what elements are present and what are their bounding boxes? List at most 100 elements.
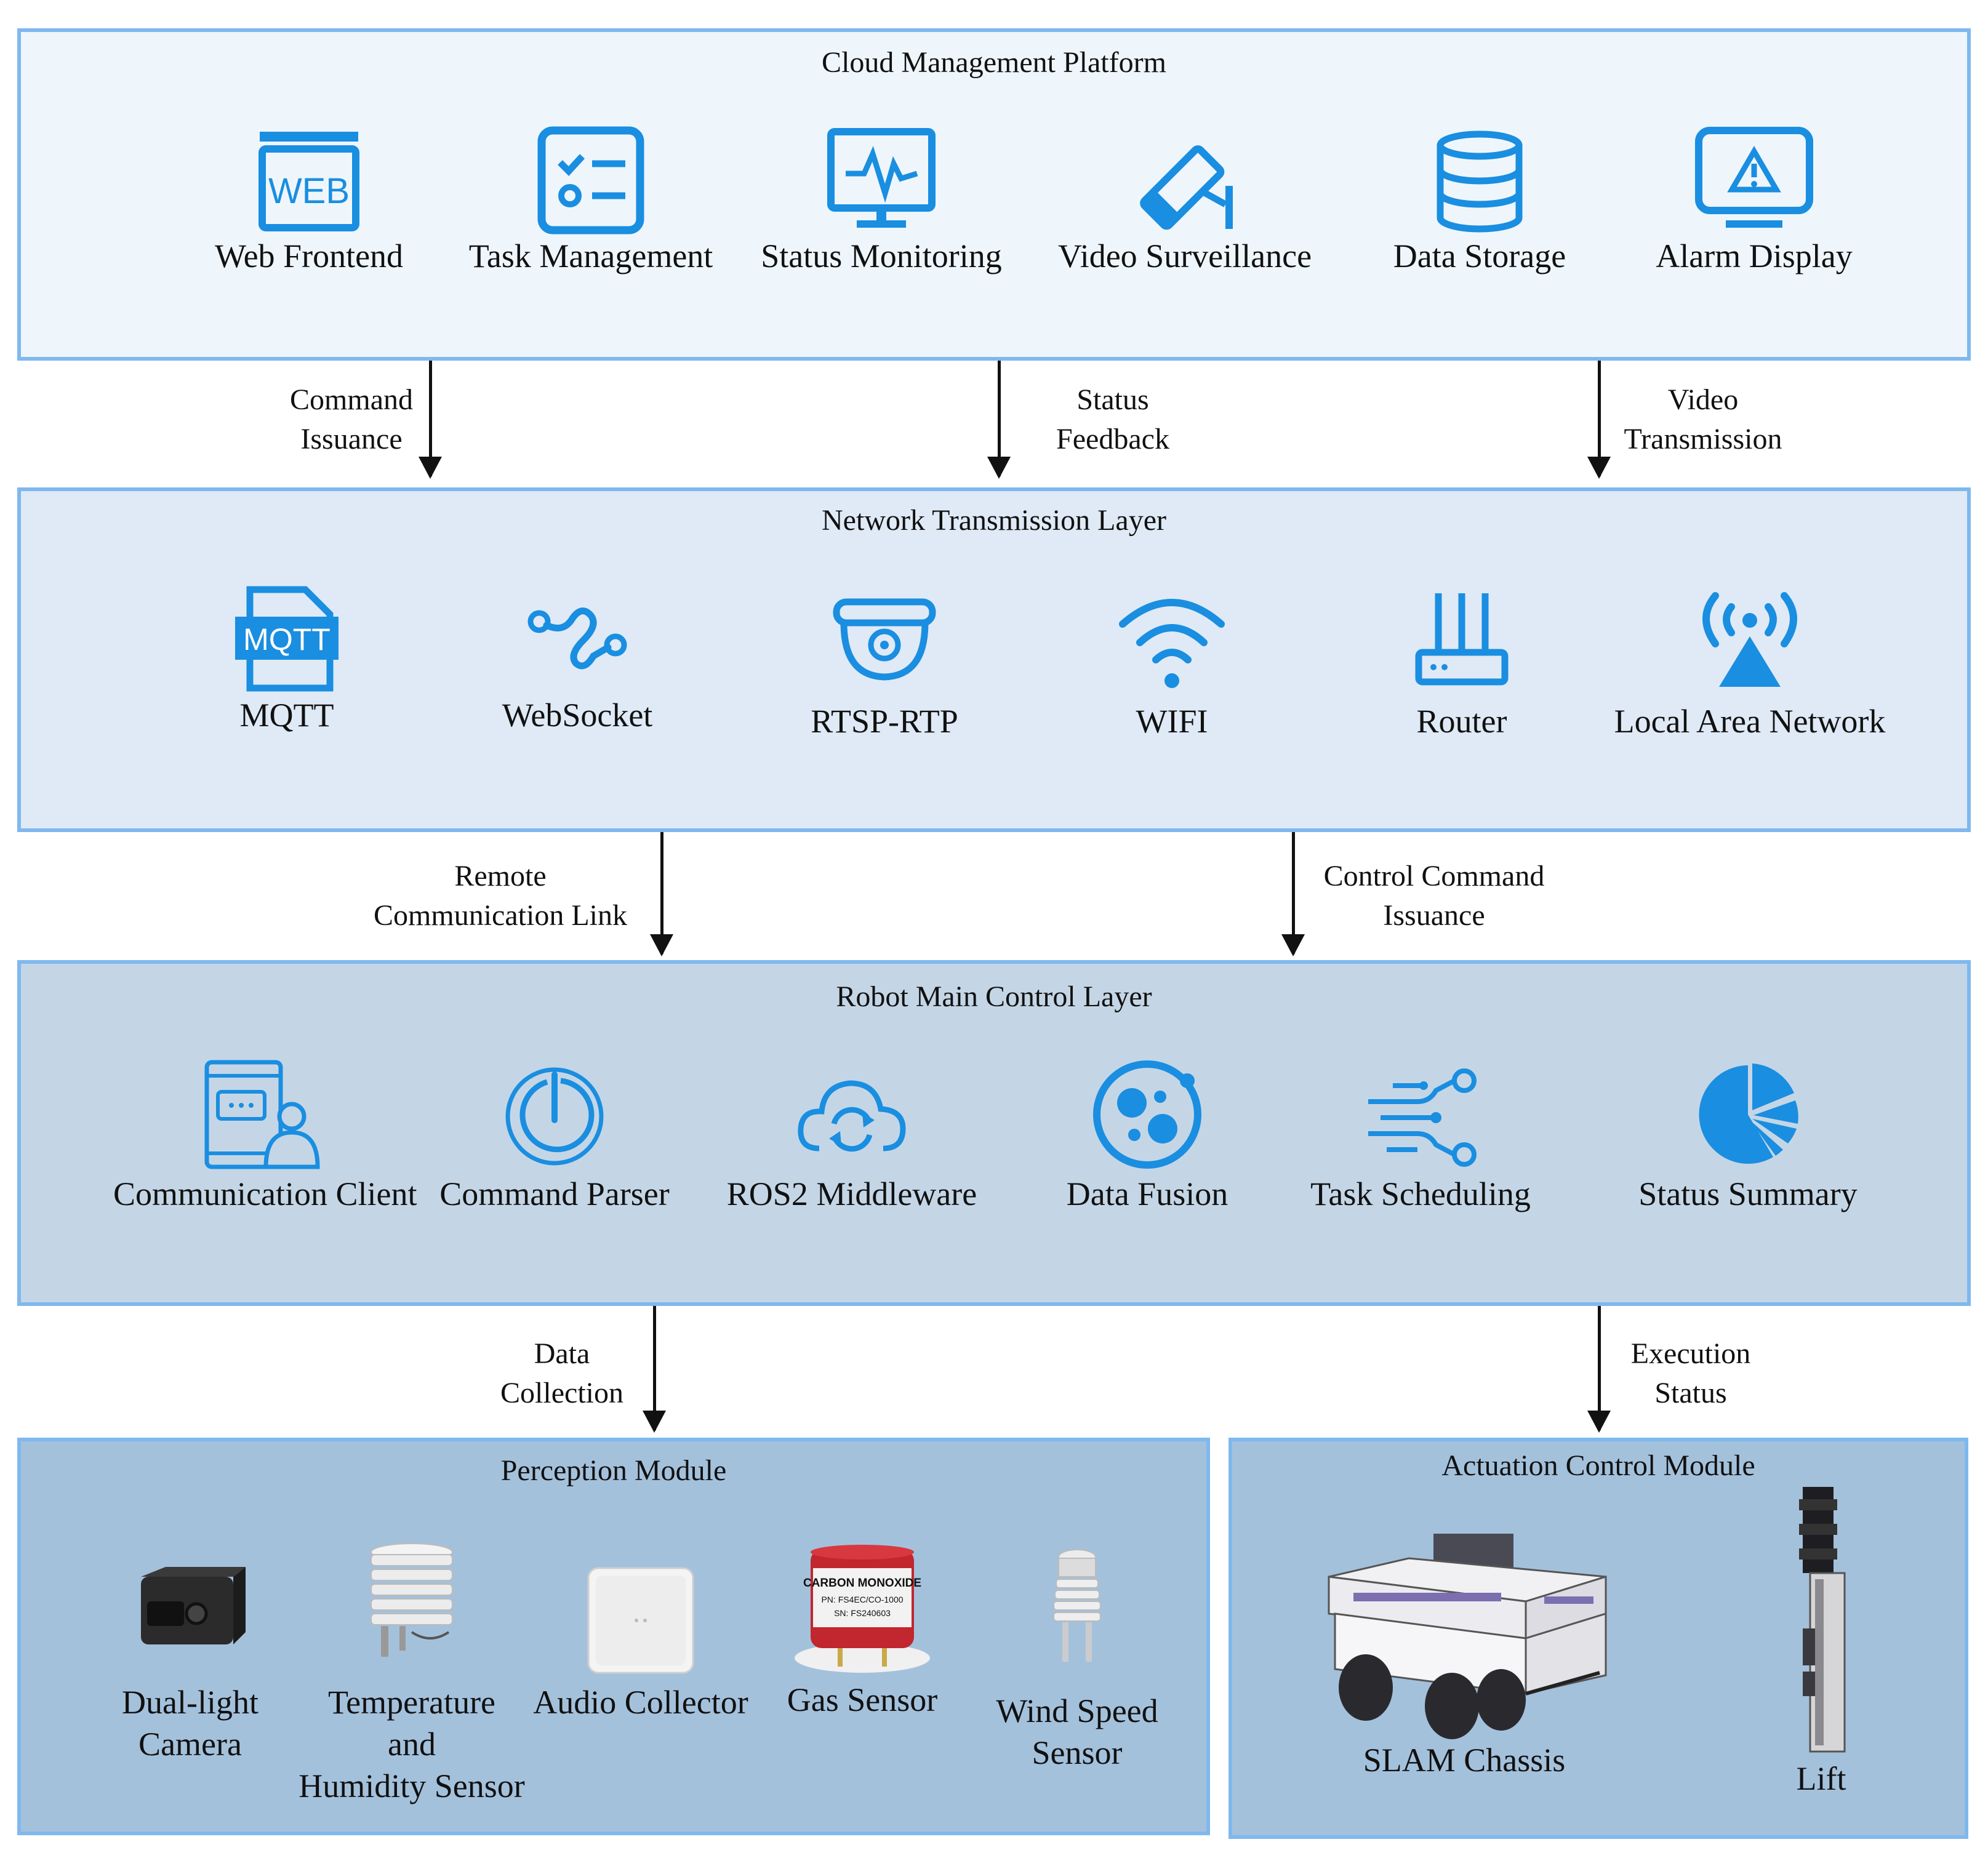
wind-speed-sensor-item: Wind Speed Sensor	[929, 1545, 1225, 1774]
svg-text:WEB: WEB	[268, 171, 350, 211]
alarm-display-item: Alarm Display	[1606, 124, 1902, 277]
item-label: Web Frontend	[214, 238, 404, 274]
mqtt-item: MQTT MQTT	[139, 583, 435, 736]
router-item: Router	[1314, 583, 1609, 742]
chat-client-icon	[204, 1060, 320, 1169]
rtsp-rtp-item: RTSP-RTP	[737, 583, 1032, 742]
item-label: WIFI	[1136, 703, 1208, 740]
wifi-item: WIFI	[1024, 583, 1320, 742]
item-label: Sensor	[1032, 1734, 1123, 1771]
layer-title: Robot Main Control Layer	[836, 980, 1152, 1013]
item-label: Communication Client	[113, 1175, 417, 1212]
slam-chassis-item: SLAM Chassis	[1317, 1534, 1612, 1781]
dial-icon	[505, 1067, 604, 1166]
item-label: Dual-light	[122, 1684, 259, 1721]
command-parser-item: Command Parser	[407, 1056, 702, 1215]
execution-status-arrow	[1587, 1306, 1611, 1433]
scheduling-nodes-icon	[1368, 1068, 1477, 1167]
task-scheduling-item: Task Scheduling	[1273, 1056, 1568, 1215]
item-label: Lift	[1796, 1760, 1846, 1797]
item-label: Wind Speed	[996, 1692, 1158, 1729]
data-fusion-item: Data Fusion	[1000, 1056, 1295, 1215]
item-label: Status Summary	[1638, 1175, 1858, 1212]
lift-image	[1799, 1487, 1846, 1753]
wifi-icon	[1119, 599, 1225, 688]
item-label: Data Storage	[1393, 238, 1566, 274]
robot-main-control-layer: Robot Main Control Layer Communication C…	[17, 960, 1971, 1306]
gas-sensor-item: CARBON MONOXIDE PN: FS4EC/CO-1000 SN: FS…	[715, 1544, 1010, 1721]
actuation-control-module: Actuation Control Module SLAM Chassis	[1228, 1438, 1968, 1839]
svg-text:PN: FS4EC/CO-1000: PN: FS4EC/CO-1000	[821, 1595, 903, 1604]
slam-chassis-image	[1328, 1534, 1607, 1739]
router-icon	[1415, 593, 1509, 686]
wind-speed-sensor-image	[1053, 1549, 1101, 1662]
item-label: Task Management	[468, 238, 713, 274]
video-transmission-arrow	[1587, 361, 1611, 479]
item-label: Video Surveillance	[1057, 238, 1312, 274]
item-label: Camera	[138, 1726, 242, 1763]
data-storage-item: Data Storage	[1332, 124, 1627, 277]
communication-client-item: Communication Client	[113, 1056, 417, 1215]
lift-item: Lift	[1673, 1487, 1969, 1800]
svg-text:CARBON MONOXIDE: CARBON MONOXIDE	[803, 1577, 921, 1590]
svg-text:MQTT: MQTT	[243, 622, 331, 657]
module-title: Perception Module	[500, 1454, 727, 1487]
layer-title: Cloud Management Platform	[822, 46, 1166, 79]
remote-link-arrow	[650, 832, 673, 956]
item-label: Audio Collector	[533, 1684, 748, 1721]
broadcast-tower-icon	[1702, 592, 1797, 687]
websocket-item: WebSocket	[430, 583, 725, 736]
temperature-humidity-sensor-item: Temperature and Humidity Sensor	[252, 1540, 572, 1807]
dual-light-camera-image	[141, 1567, 246, 1644]
data-collection-arrow	[643, 1306, 666, 1433]
module-title: Actuation Control Module	[1441, 1449, 1755, 1482]
item-label: Data Fusion	[1066, 1175, 1228, 1212]
cloud-management-platform-layer: Cloud Management Platform WEB Web Fronte…	[17, 28, 1971, 361]
audio-collector-image	[587, 1567, 694, 1674]
status-feedback-arrow	[987, 361, 1011, 479]
audio-collector-item: Audio Collector	[493, 1562, 788, 1723]
svg-text:SN: FS240603: SN: FS240603	[834, 1608, 891, 1618]
task-management-item: Task Management	[443, 124, 739, 277]
item-label: and	[388, 1726, 436, 1763]
item-label: Gas Sensor	[787, 1681, 938, 1718]
network-transmission-layer: Network Transmission Layer MQTT MQTT Web…	[17, 487, 1971, 832]
websocket-icon	[527, 607, 627, 670]
status-summary-item: Status Summary	[1600, 1056, 1896, 1215]
data-fusion-icon	[1093, 1060, 1201, 1169]
mqtt-file-icon: MQTT	[235, 586, 339, 692]
item-label: Task Scheduling	[1310, 1175, 1531, 1212]
control-command-arrow	[1281, 832, 1305, 956]
cctv-camera-icon	[1140, 145, 1233, 230]
ros2-middleware-item: ROS2 Middleware	[704, 1056, 1000, 1215]
item-label: ROS2 Middleware	[726, 1175, 977, 1212]
item-label: SLAM Chassis	[1363, 1742, 1566, 1779]
web-icon: WEB	[259, 132, 359, 231]
item-label: Temperature	[327, 1684, 496, 1721]
monitor-pulse-icon	[827, 128, 936, 228]
status-monitoring-item: Status Monitoring	[734, 124, 1029, 277]
item-label: RTSP-RTP	[811, 703, 958, 740]
alarm-screen-icon	[1695, 127, 1813, 228]
command-issuance-arrow	[419, 361, 442, 479]
item-label: WebSocket	[502, 697, 653, 734]
item-label: MQTT	[239, 697, 334, 734]
item-label: Humidity Sensor	[299, 1768, 525, 1804]
item-label: Command Parser	[439, 1175, 670, 1212]
checklist-icon	[537, 126, 644, 234]
database-icon	[1437, 130, 1523, 233]
item-label: Status Monitoring	[761, 238, 1002, 274]
pie-chart-icon	[1699, 1063, 1798, 1164]
dome-camera-icon	[833, 598, 936, 681]
web-frontend-item: WEB Web Frontend	[161, 124, 457, 277]
item-label: Local Area Network	[1614, 703, 1886, 740]
cloud-sync-icon	[798, 1080, 906, 1152]
video-surveillance-item: Video Surveillance	[1037, 124, 1333, 277]
